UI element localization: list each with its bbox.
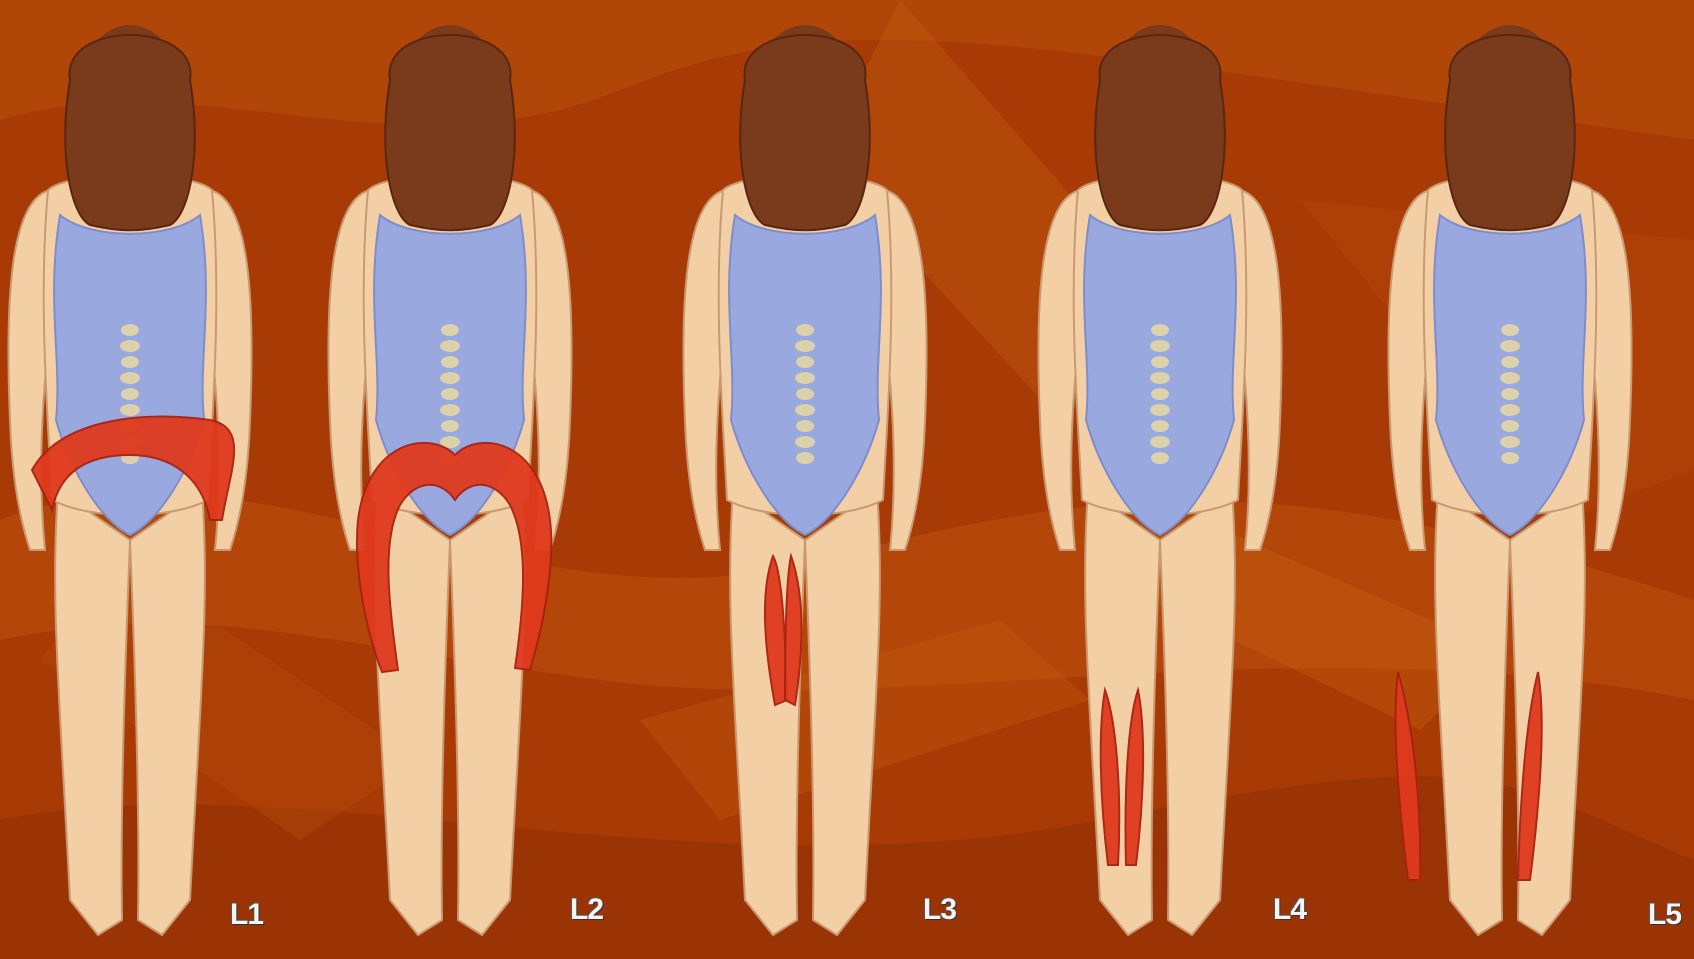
right-leg — [130, 490, 205, 935]
figure-l1 — [0, 0, 320, 959]
spine — [1150, 324, 1170, 464]
left-leg — [730, 490, 805, 935]
spine — [440, 324, 460, 464]
right-leg — [450, 490, 525, 935]
figure-l4 — [1020, 0, 1350, 959]
label-l5: L5 — [1648, 898, 1681, 932]
right-leg — [805, 490, 880, 935]
figure-l5 — [1370, 0, 1694, 959]
figure-l3 — [665, 0, 995, 959]
label-l2: L2 — [570, 893, 603, 927]
hair — [385, 35, 515, 230]
pain-zone-region — [1396, 672, 1421, 880]
label-l1: L1 — [230, 898, 263, 932]
label-l4: L4 — [1273, 893, 1306, 927]
spine — [795, 324, 815, 464]
figure-l2 — [310, 0, 640, 959]
hair — [1445, 35, 1575, 230]
spine — [1500, 324, 1520, 464]
left-leg — [55, 490, 130, 935]
hair — [1095, 35, 1225, 230]
hair — [740, 35, 870, 230]
label-l3: L3 — [923, 893, 956, 927]
left-leg — [1435, 490, 1510, 935]
hair — [65, 35, 195, 230]
left-leg — [1085, 490, 1160, 935]
right-leg — [1160, 490, 1235, 935]
